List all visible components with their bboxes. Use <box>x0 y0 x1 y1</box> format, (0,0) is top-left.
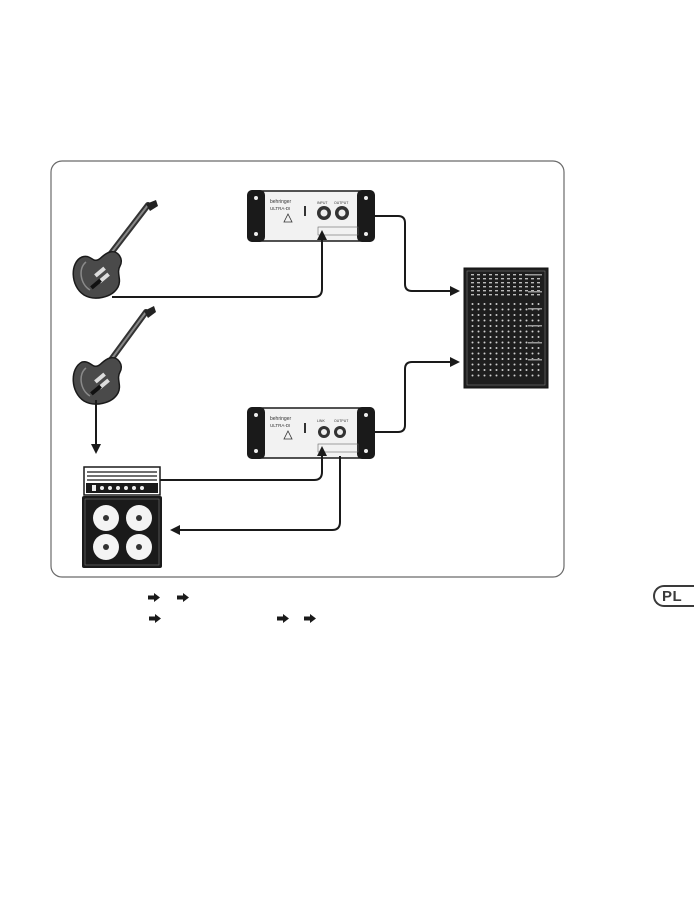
guitar-icon-bottom <box>73 306 156 404</box>
di-model-label: ULTRA-DI <box>270 206 290 211</box>
right-arrow-icon <box>149 614 161 623</box>
cable-di-top-to-mixer <box>374 216 458 291</box>
caption-line-1 <box>0 593 694 603</box>
cable-di-bottom-to-mixer <box>374 362 458 432</box>
right-arrow-icon <box>148 593 160 602</box>
di-model-label: ULTRA-DI <box>270 423 290 428</box>
di-link-label: LINK <box>317 419 325 423</box>
di-box-icon-bottom: behringer ULTRA-DI LINK OUTPUT <box>247 407 375 459</box>
guitar-icon-top <box>73 200 158 298</box>
right-arrow-icon <box>304 614 316 623</box>
language-badge: PL <box>653 585 694 607</box>
di-output-label: OUTPUT <box>334 419 349 423</box>
cable-di-link-to-cabinet <box>172 456 340 530</box>
di-box-icon-top: behringer ULTRA-DI INPUT OUTPUT <box>247 190 375 242</box>
amplifier-icon <box>82 467 162 568</box>
di-output-label: OUTPUT <box>334 201 349 205</box>
di-brand-label: behringer <box>270 199 291 205</box>
mixer-icon <box>464 268 548 388</box>
right-arrow-icon <box>177 593 189 602</box>
language-badge-label: PL <box>662 588 682 605</box>
caption-line-2 <box>0 614 694 624</box>
di-brand-label: behringer <box>270 416 291 422</box>
di-input-label: INPUT <box>317 201 328 205</box>
right-arrow-icon <box>277 614 289 623</box>
